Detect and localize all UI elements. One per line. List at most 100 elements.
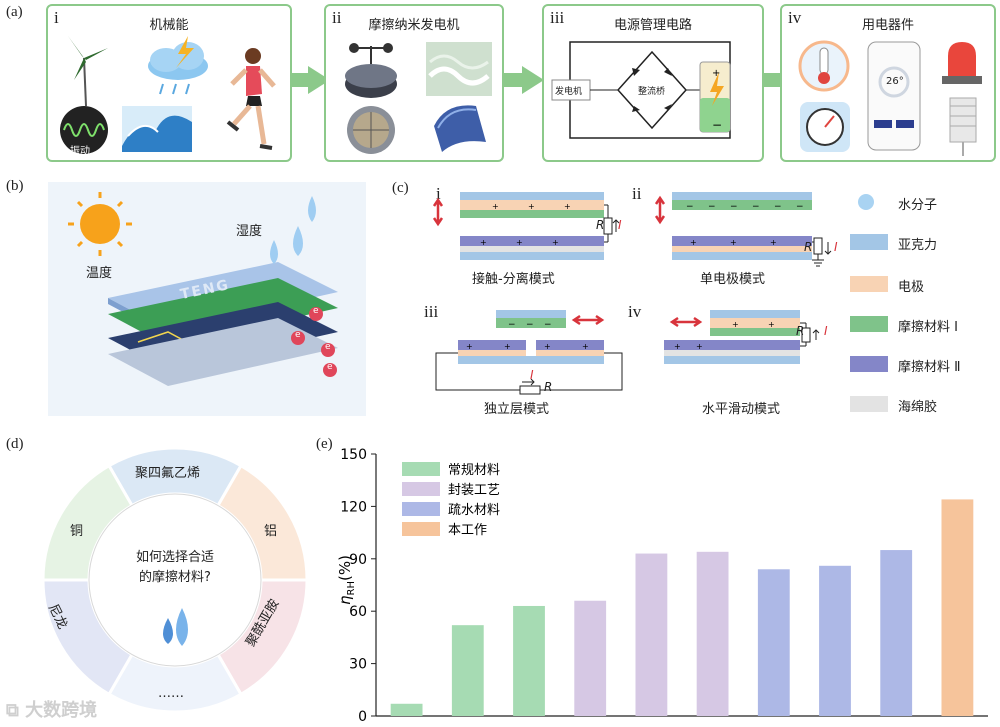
svg-text:−: −: [752, 202, 760, 212]
mode-number: iv: [628, 302, 641, 322]
svg-text:+: +: [712, 68, 720, 79]
mechanical-energy-illustration: [48, 6, 290, 160]
svg-text:−: −: [526, 320, 534, 330]
legend-label: 摩擦材料 Ⅰ: [898, 316, 958, 335]
teng-devices-illustration: [326, 6, 502, 160]
teng-humidity-illustration: [48, 182, 366, 416]
water-drop-icon: [293, 226, 303, 256]
segment-label-aluminum: 铝: [264, 520, 277, 539]
ocean-wave-icon: [122, 106, 192, 152]
temperature-label: 温度: [86, 262, 112, 281]
lateral-sliding-mode-diagram: ++ ++: [660, 310, 840, 390]
svg-text:+: +: [770, 238, 777, 247]
humidity-label: 湿度: [236, 220, 262, 239]
center-question-line: 如何选择合适: [124, 548, 226, 568]
alarm-light-icon: [942, 42, 982, 84]
svg-text:−: −: [708, 202, 716, 212]
svg-text:−: −: [686, 202, 694, 212]
svg-text:+: +: [492, 202, 499, 211]
mode-number: ii: [632, 184, 641, 204]
svg-text:+: +: [480, 238, 487, 247]
legend-swatch: [850, 276, 888, 292]
anemometer-teng-icon: [345, 43, 397, 98]
center-question-line: 的摩擦材料?: [124, 568, 226, 588]
bar: [819, 566, 851, 716]
svg-text:+: +: [582, 342, 589, 351]
bar: [513, 606, 545, 716]
bar: [941, 499, 973, 716]
legend-swatch: [402, 502, 440, 516]
panel-c-legend: 水分子 亚克力 电极 摩擦材料 Ⅰ 摩擦材料 Ⅱ 海绵胶: [846, 188, 996, 418]
rectifier-circuit-diagram: + −: [544, 6, 762, 160]
smartphone-icon: [868, 42, 920, 150]
y-tick-label: 150: [340, 447, 367, 463]
mode-name-label: 水平滑动模式: [702, 398, 780, 417]
box-mechanical-energy: i 机械能: [46, 4, 292, 162]
phone-temperature: 26°: [886, 76, 904, 87]
svg-text:+: +: [768, 320, 775, 329]
bar: [452, 625, 484, 716]
sphere-teng-icon: [347, 106, 395, 154]
bar: [574, 601, 606, 716]
resistor-label: R: [804, 240, 812, 254]
y-tick-label: 30: [349, 657, 367, 673]
legend-label: 亚克力: [898, 234, 937, 253]
runner-icon: [228, 48, 274, 148]
bar: [635, 554, 667, 716]
segment-label-ptfe: 聚四氟乙烯: [135, 462, 200, 481]
bar: [880, 550, 912, 716]
legend-label: 电极: [898, 276, 924, 295]
bar: [758, 569, 790, 716]
box-electrical-devices: iv 用电器件 26°: [780, 4, 996, 162]
legend-label: 常规材料: [448, 463, 500, 478]
svg-text:+: +: [528, 202, 535, 211]
panel-c-label: (c): [392, 180, 409, 197]
legend-swatch: [850, 234, 888, 250]
segment-label-more: ……: [158, 686, 184, 701]
legend-label: 本工作: [448, 523, 487, 538]
svg-text:+: +: [730, 238, 737, 247]
y-tick-label: 60: [349, 604, 367, 620]
y-axis-label: ηRH(%): [336, 555, 357, 605]
legend-label: 封装工艺: [448, 483, 500, 498]
thermometer-icon: [800, 42, 848, 90]
svg-text:−: −: [712, 118, 722, 132]
resistor-label: R: [544, 380, 552, 394]
resistor-label: R: [596, 218, 604, 232]
svg-text:+: +: [552, 238, 559, 247]
legend-label: 海绵胶: [898, 396, 937, 415]
battery-icon: + −: [700, 62, 730, 132]
svg-text:+: +: [674, 342, 681, 351]
electron-label: e: [313, 306, 319, 316]
svg-text:−: −: [508, 320, 516, 330]
y-tick-label: 0: [358, 709, 367, 725]
water-molecule-icon: [858, 194, 874, 210]
svg-text:+: +: [544, 342, 551, 351]
svg-text:+: +: [504, 342, 511, 351]
current-label: I: [824, 324, 828, 338]
box-teng: ii 摩擦纳米发电机: [324, 4, 504, 162]
svg-text:−: −: [544, 320, 552, 330]
legend-label: 摩擦材料 Ⅱ: [898, 356, 961, 375]
flexible-teng-icon: [434, 105, 486, 152]
svg-text:+: +: [516, 238, 523, 247]
storm-cloud-icon: [148, 36, 208, 94]
svg-text:+: +: [466, 342, 473, 351]
legend-label: 疏水材料: [448, 503, 500, 518]
bridge-rectifier-label: 整流桥: [638, 84, 665, 97]
mode-name-label: 独立层模式: [484, 398, 549, 417]
wind-turbine-icon: [68, 36, 108, 106]
legend-swatch: [402, 482, 440, 496]
y-tick-label: 120: [340, 499, 367, 515]
mode-name-label: 接触-分离模式: [472, 268, 555, 287]
panel-b-image: 湿度 温度 TENG e e e e: [48, 182, 366, 416]
box-power-management: iii 电源管理电路 + − 发电机 整流桥: [542, 4, 764, 162]
gauge-icon: [800, 102, 850, 152]
svg-text:+: +: [696, 342, 703, 351]
legend-swatch: [402, 462, 440, 476]
watermark-logo-icon: ⧉: [6, 700, 25, 721]
electron-label: e: [327, 362, 333, 372]
watermark: ⧉ 大数跨境: [6, 696, 97, 722]
legend-label: 水分子: [898, 194, 937, 213]
legend-swatch: [850, 396, 888, 412]
